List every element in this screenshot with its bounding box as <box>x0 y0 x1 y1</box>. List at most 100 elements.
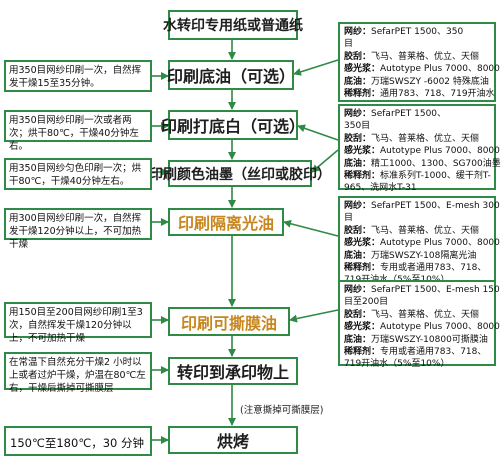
material-key: 网纱： <box>344 201 372 211</box>
material-line: 胶刮：飞马、普莱格、优立、天俪 <box>344 225 490 237</box>
material-value: 标准系列T-1000、缓干剂T- <box>380 171 491 182</box>
material-key: 感光浆： <box>344 238 381 249</box>
material-value: SefarPET 1500、350 <box>371 27 464 37</box>
material-line: 网纱：SefarPET 1500、350 <box>344 26 490 38</box>
material-line: 网纱：SefarPET 1500、E-mesh 300 <box>344 200 500 212</box>
step-peelable-film-label: 印刷可撕膜油 <box>180 313 277 333</box>
material-value: 通用783、718、719开油水 <box>380 89 495 100</box>
material-line: 965、洗网水T-31 <box>344 182 490 194</box>
step-color-ink-label: 印刷颜色油墨（丝印或胶印） <box>149 166 331 183</box>
note-base-white: 用350目网纱印刷一次或者两次；烘干80℃，干燥40分钟左右。 <box>4 110 152 152</box>
step-paper-label: 水转印专用纸或普通纸 <box>163 18 303 34</box>
step-base-white-label: 印刷打底白（可选） <box>161 117 306 136</box>
step-base-oil-label: 印刷底油（可选） <box>167 67 296 86</box>
material-value: 万瑞SWSZY-108隔离光油 <box>371 250 477 261</box>
step-isolation-varnish-label: 印刷隔离光油 <box>177 214 274 233</box>
material-value: 目至200目 <box>344 297 389 308</box>
material-line: 底油：精工1000、1300、SG700油墨 <box>344 158 501 170</box>
material-value: 719开油水（5%至10%） <box>344 359 450 370</box>
material-value: 目 <box>344 213 354 224</box>
material-line: 底油：万瑞SWSZY-10800可撕膜油 <box>344 334 490 346</box>
material-line: 感光浆：Autotype Plus 7000、8000 <box>344 237 500 249</box>
step-paper: 水转印专用纸或普通纸 <box>163 10 303 40</box>
material-key: 底油： <box>344 250 372 261</box>
material-value: 飞马、普莱格、优立、天俪 <box>371 225 480 236</box>
material-value: 专用或者通用783、718、 <box>380 263 487 274</box>
material-key: 胶刮： <box>344 133 372 144</box>
material-line: 目 <box>344 38 490 50</box>
material-line: 稀释剂：通用783、718、719开油水 <box>344 88 495 100</box>
step-transfer-label: 转印到承印物上 <box>176 363 289 382</box>
material-key: 感光浆： <box>344 64 381 75</box>
material-value: SefarPET 1500、E-mesh 300 <box>371 201 500 211</box>
material-value: 专用或者通用783、718、 <box>380 347 487 358</box>
material-key: 底油： <box>344 76 372 87</box>
step-transfer: 转印到承印物上 <box>168 357 298 385</box>
material-value: 飞马、普莱格、优立、天俪 <box>371 51 480 62</box>
material-line: 网纱：SefarPET 1500、 <box>344 108 490 120</box>
material-line: 网纱：SefarPET 1500、E-mesh 150 <box>344 284 500 296</box>
note-peelable-film: 用150目至200目网纱印刷1至3次，自然挥发干燥120分钟以上，不可加热干燥 <box>4 302 152 344</box>
material-line: 胶刮：飞马、普莱格、优立、天俪 <box>344 133 490 145</box>
material-key: 胶刮： <box>344 225 372 236</box>
step-peelable-film: 印刷可撕膜油 <box>168 307 290 336</box>
material-line: 目 <box>344 212 490 224</box>
step-color-ink: 印刷颜色油墨（丝印或胶印） <box>149 160 331 187</box>
step-base-white: 印刷打底白（可选） <box>161 110 305 140</box>
material-key: 稀释剂： <box>344 89 381 100</box>
material-value: 965、洗网水T-31 <box>344 183 417 194</box>
material-value: Autotype Plus 7000、8000 <box>380 238 500 249</box>
material-value: 350目 <box>344 121 371 132</box>
material-line: 感光浆：Autotype Plus 7000、8000 <box>344 321 500 333</box>
material-value: 目 <box>344 39 354 50</box>
material-key: 网纱： <box>344 109 372 119</box>
material-line: 719开油水（5%至10%） <box>344 358 490 370</box>
material-value: 飞马、普莱格、优立、天俪 <box>371 309 480 320</box>
material-key: 感光浆： <box>344 322 381 333</box>
material-key: 稀释剂： <box>344 263 381 274</box>
material-value: Autotype Plus 7000、8000 <box>380 146 500 157</box>
material-line: 感光浆：Autotype Plus 7000、8000 <box>344 63 500 75</box>
material-value: 飞马、普莱格、优立、天俪 <box>371 133 480 144</box>
material-line: 底油：万瑞SWSZY-108隔离光油 <box>344 250 490 262</box>
step-isolation-varnish: 印刷隔离光油 <box>168 208 284 236</box>
material-key: 底油： <box>344 158 372 169</box>
material-line: 目至200目 <box>344 296 490 308</box>
material-key: 稀释剂： <box>344 347 381 358</box>
material-line: 稀释剂：专用或者通用783、718、 <box>344 346 490 358</box>
material-key: 稀释剂： <box>344 171 381 182</box>
materials-base-white: 网纱：SefarPET 1500、350目胶刮：飞马、普莱格、优立、天俪感光浆：… <box>338 104 501 193</box>
material-key: 网纱： <box>344 285 372 295</box>
material-key: 胶刮： <box>344 309 372 320</box>
material-value: 万瑞SWSZY-10800可撕膜油 <box>371 334 488 345</box>
material-line: 稀释剂：专用或者通用783、718、 <box>344 262 490 274</box>
note-base-oil: 用350目网纱印刷一次，自然挥发干燥15至35分钟。 <box>4 60 152 92</box>
material-line: 350目 <box>344 120 490 132</box>
material-key: 胶刮： <box>344 51 372 62</box>
material-key: 感光浆： <box>344 146 381 157</box>
material-line: 稀释剂：标准系列T-1000、缓干剂T- <box>344 170 491 182</box>
material-value: 精工1000、1300、SG700油墨 <box>371 158 501 169</box>
material-value: Autotype Plus 7000、8000 <box>380 322 500 333</box>
material-line: 胶刮：飞马、普莱格、优立、天俪 <box>344 51 490 63</box>
step-base-oil: 印刷底油（可选） <box>167 60 296 90</box>
step-bake-label: 烘烤 <box>216 432 249 451</box>
material-value: Autotype Plus 7000、8000 <box>380 64 500 75</box>
note-bake: 150℃至180℃，30 分钟 <box>4 426 152 456</box>
side-note-peel: (注意撕掉可撕膜层) <box>240 405 324 416</box>
material-line: 感光浆：Autotype Plus 7000、8000 <box>344 145 500 157</box>
note-color-ink: 用350目网纱匀色印刷一次；烘干80℃，干燥40分钟左右。 <box>4 158 152 190</box>
material-value: 万瑞SWSZY -6002 特殊底油 <box>371 76 489 87</box>
note-transfer: 在常温下自然充分干燥2 小时以上或者过炉干燥，炉温在80℃左右，干燥后撕掉可撕膜… <box>4 352 152 394</box>
step-bake: 烘烤 <box>168 426 298 454</box>
material-key: 底油： <box>344 334 372 345</box>
material-value: SefarPET 1500、E-mesh 150 <box>371 285 500 295</box>
material-key: 网纱： <box>344 27 372 37</box>
material-value: SefarPET 1500、 <box>371 109 447 119</box>
material-line: 胶刮：飞马、普莱格、优立、天俪 <box>344 309 490 321</box>
material-line: 底油：万瑞SWSZY -6002 特殊底油 <box>344 76 490 88</box>
